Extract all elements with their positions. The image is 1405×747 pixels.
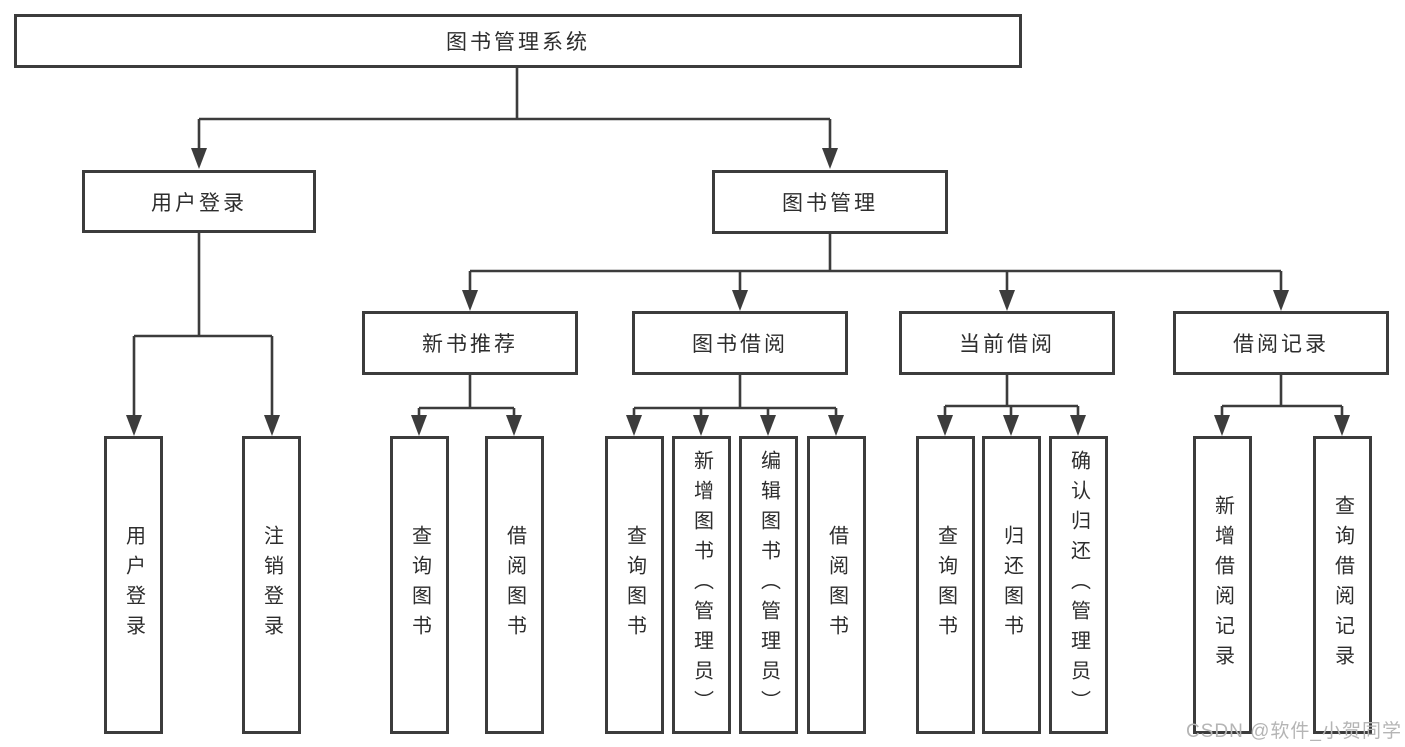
node-book-borrow: 图书借阅	[632, 311, 848, 375]
leaf-query-borrow-record: 查询借阅记录	[1313, 436, 1372, 734]
leaf-borrow-book-rec: 借阅图书	[485, 436, 544, 734]
node-book-mgmt: 图书管理	[712, 170, 948, 234]
leaf-query-book-rec: 查询图书	[390, 436, 449, 734]
leaf-query-book-borrow: 查询图书	[605, 436, 664, 734]
leaf-return-book: 归还图书	[982, 436, 1041, 734]
leaf-query-book-current: 查询图书	[916, 436, 975, 734]
leaf-user-login: 用户登录	[104, 436, 163, 734]
leaf-logout: 注销登录	[242, 436, 301, 734]
csdn-watermark: CSDN @软件_小贺同学	[1186, 721, 1402, 742]
arrowheads	[126, 148, 1350, 436]
leaf-add-book-admin: 新增图书（管理员）	[672, 436, 731, 734]
leaf-confirm-return-admin: 确认归还（管理员）	[1049, 436, 1108, 734]
leaf-borrow-book-borrow: 借阅图书	[807, 436, 866, 734]
leaf-edit-book-admin: 编辑图书（管理员）	[739, 436, 798, 734]
leaf-add-borrow-record: 新增借阅记录	[1193, 436, 1252, 734]
node-borrow-records: 借阅记录	[1173, 311, 1389, 375]
node-current-borrow: 当前借阅	[899, 311, 1115, 375]
node-new-book-rec: 新书推荐	[362, 311, 578, 375]
node-root: 图书管理系统	[14, 14, 1022, 68]
node-user-login: 用户登录	[82, 170, 316, 233]
